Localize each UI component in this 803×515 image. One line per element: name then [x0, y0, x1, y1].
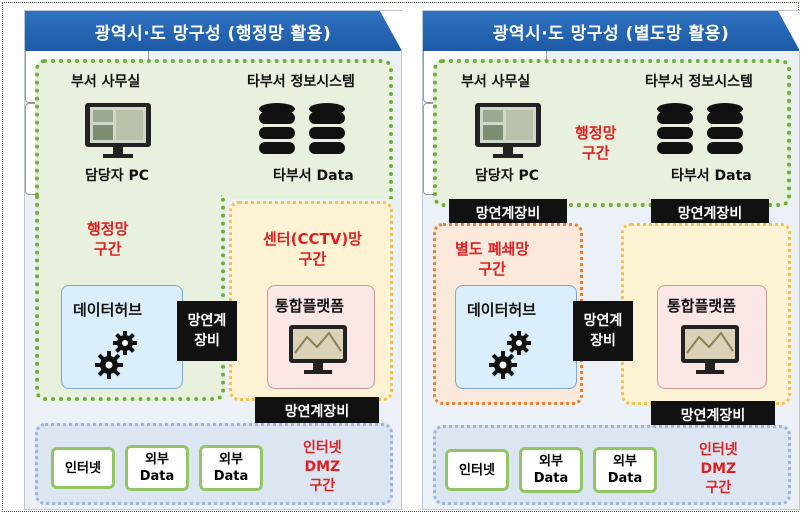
data-hub-box: [455, 285, 577, 389]
data-hub-label: 데이터허브: [467, 301, 537, 319]
internet-box: 인터넷: [445, 449, 509, 491]
monitor-icon: [681, 325, 739, 374]
right-panel-title: 광역시·도 망구성 (별도망 활용): [423, 11, 800, 51]
data-label: 타부서 Data: [671, 168, 752, 184]
link-device-bottom: 망연계장비: [255, 397, 379, 427]
other-system-label: 타부서 정보시스템: [247, 74, 355, 90]
office-label: 부서 사무실: [461, 74, 531, 90]
pc-label: 담당자 PC: [85, 168, 150, 184]
other-system-label: 타부서 정보시스템: [645, 74, 753, 90]
office-label: 부서 사무실: [71, 74, 141, 90]
monitor-icon: [475, 103, 541, 158]
data-hub-label: 데이터허브: [73, 301, 143, 319]
database-icon: [657, 103, 743, 154]
monitor-icon: [289, 325, 347, 374]
left-panel-title: 광역시·도 망구성 (행정망 활용): [25, 11, 402, 51]
data-label: 타부서 Data: [273, 168, 354, 184]
gears-icon: [489, 331, 531, 379]
internet-box: 인터넷: [51, 447, 115, 489]
left-panel: 광역시·도 망구성 (행정망 활용) 부서 사무실 담당자 PC 타부서 정보시…: [24, 10, 402, 510]
data-hub-box: [61, 285, 183, 389]
pc-label: 담당자 PC: [475, 168, 540, 184]
monitor-icon: [85, 103, 151, 158]
platform-label: 통합플랫폼: [667, 297, 737, 315]
database-icon: [259, 103, 345, 154]
platform-label: 통합플랫폼: [275, 297, 345, 315]
gears-icon: [95, 331, 137, 379]
